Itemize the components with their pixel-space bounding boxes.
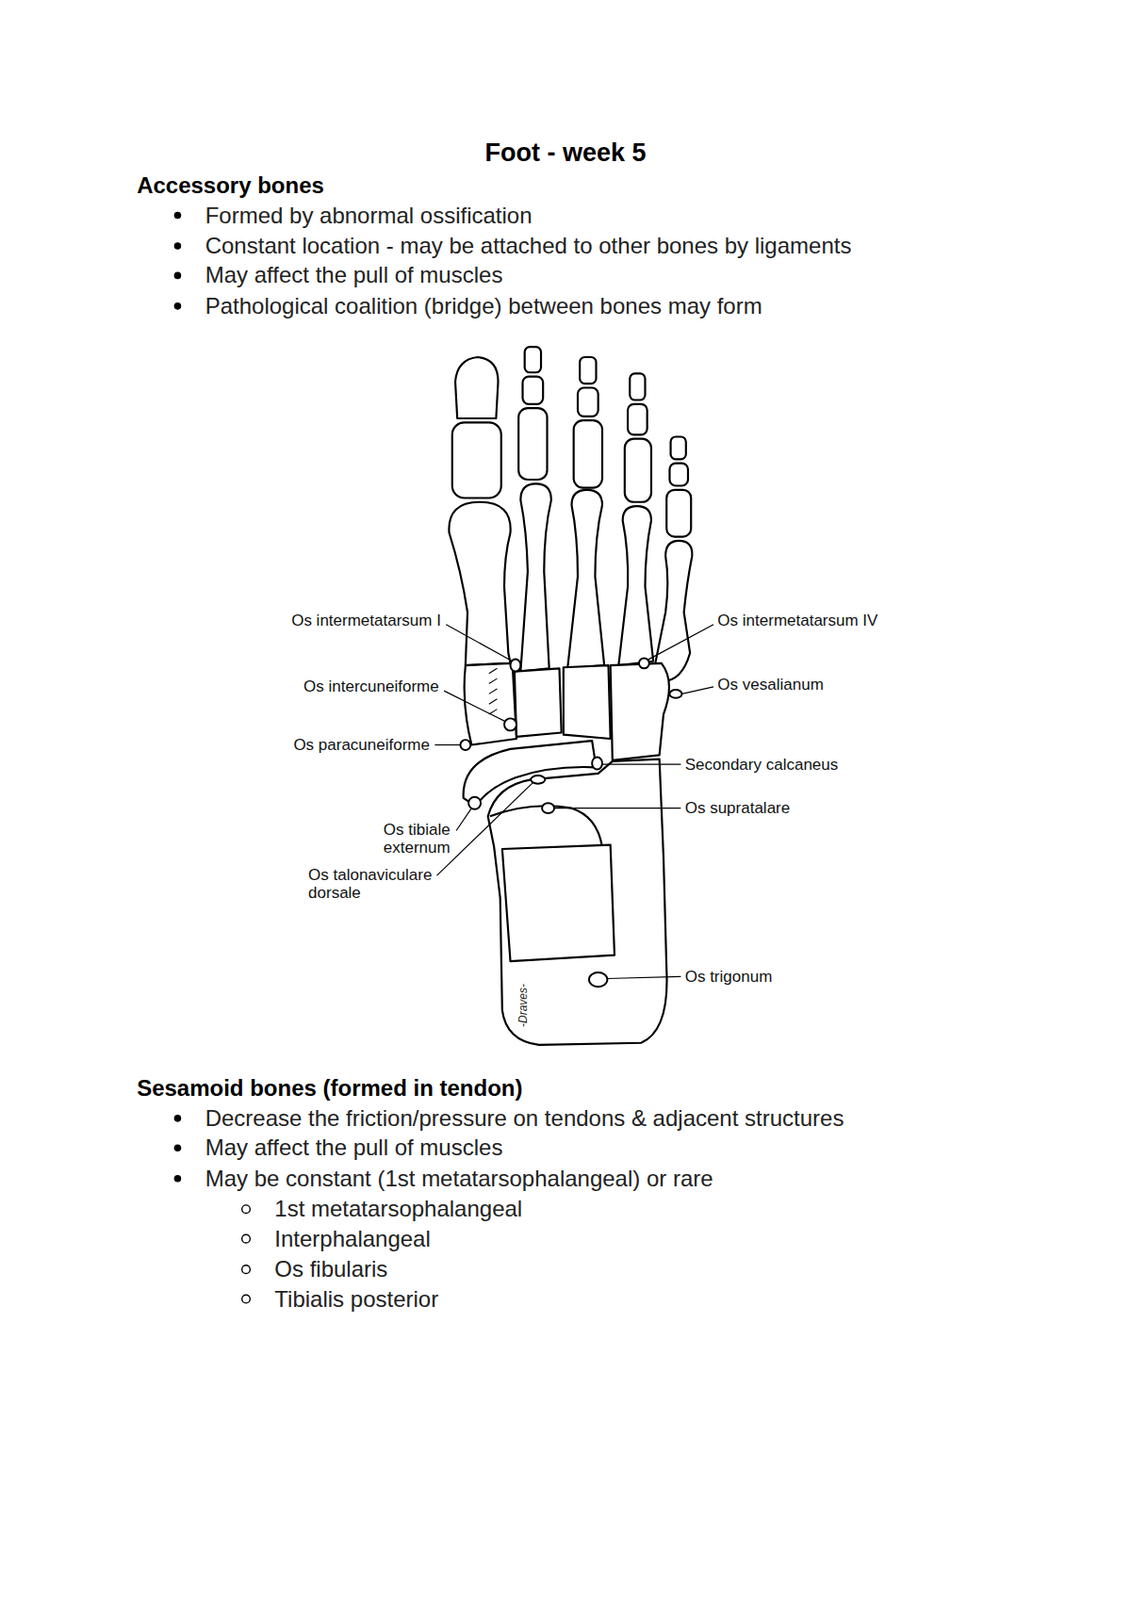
bullet-text: Os fibularis <box>274 1254 388 1285</box>
accessory-bones <box>459 657 682 987</box>
bone-label: Os supratalare <box>685 799 791 818</box>
bullet-text: Interphalangeal <box>274 1224 430 1255</box>
leader-lines <box>434 624 714 980</box>
section-heading: Accessory bones <box>136 170 325 201</box>
sub-bullets <box>242 1205 251 1304</box>
bone-label: Os trigonum <box>685 967 773 986</box>
bullet-text: 1st metatarsophalangeal <box>274 1194 523 1225</box>
section-heading: Sesamoid bones (formed in tendon) <box>136 1073 523 1104</box>
bone-label: Os intermetatarsum IV <box>717 611 878 630</box>
bone-label: Os talonaviculare dorsale <box>308 866 450 902</box>
hatching <box>489 668 498 715</box>
bullets <box>174 212 182 1183</box>
foot-bones <box>448 346 692 1046</box>
page-title: Foot - week 5 <box>0 136 1131 169</box>
bone-label: Os vesalianum <box>717 675 823 694</box>
bullet-text: May affect the pull of muscles <box>205 260 504 291</box>
bullet-text: Decrease the friction/pressure on tendon… <box>205 1103 845 1134</box>
bullet-text: Tibialis posterior <box>274 1284 439 1315</box>
bone-label: Os intermetatarsum I <box>291 611 442 630</box>
bullet-text: Formed by abnormal ossification <box>205 200 533 231</box>
bullet-text: May affect the pull of muscles <box>205 1132 504 1164</box>
bone-label: Os paracuneiforme <box>293 736 430 754</box>
bullet-text: Constant location - may be attached to o… <box>205 230 853 262</box>
bone-label: Secondary calcaneus <box>685 755 839 774</box>
bullet-text: Pathological coalition (bridge) between … <box>205 291 763 322</box>
bone-label: Os intercuneiforme <box>303 677 440 696</box>
bullet-text: May be constant (1st metatarsophalangeal… <box>205 1163 714 1195</box>
artist-signature: -Draves- <box>516 983 530 1028</box>
bone-label: Os tibiale externum <box>356 820 451 857</box>
